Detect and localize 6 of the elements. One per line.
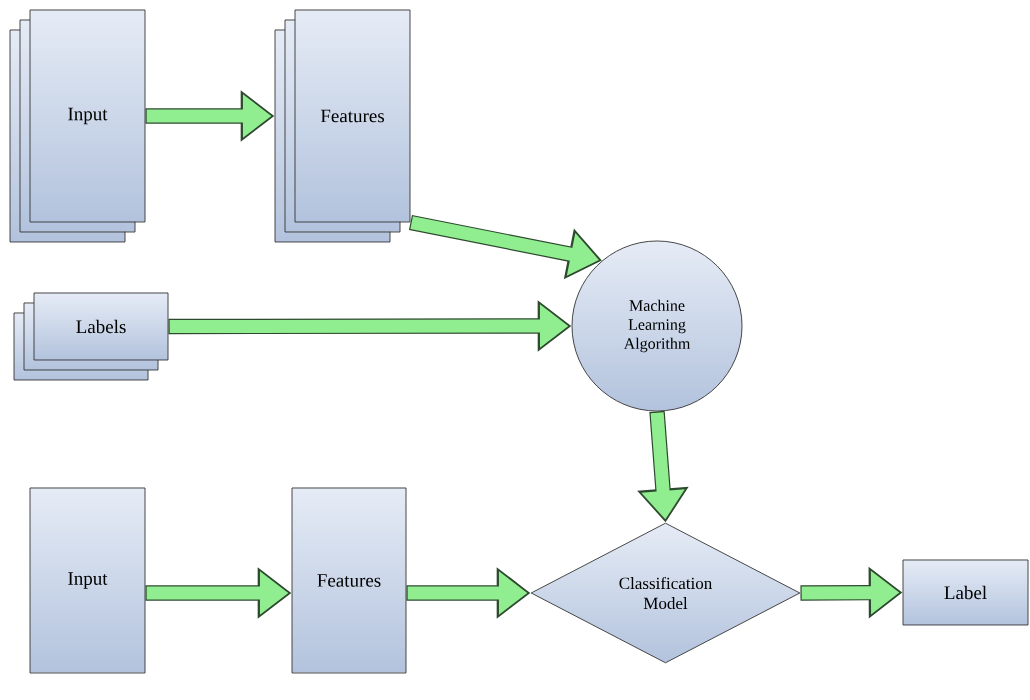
page-box: Features — [291, 487, 407, 674]
stacked-cards: Labels — [13, 292, 169, 381]
stacked-pages: Input — [9, 9, 146, 243]
page-box: Input — [29, 487, 146, 674]
stacked-pages: Features — [274, 9, 411, 243]
output-box: Label — [902, 559, 1029, 626]
